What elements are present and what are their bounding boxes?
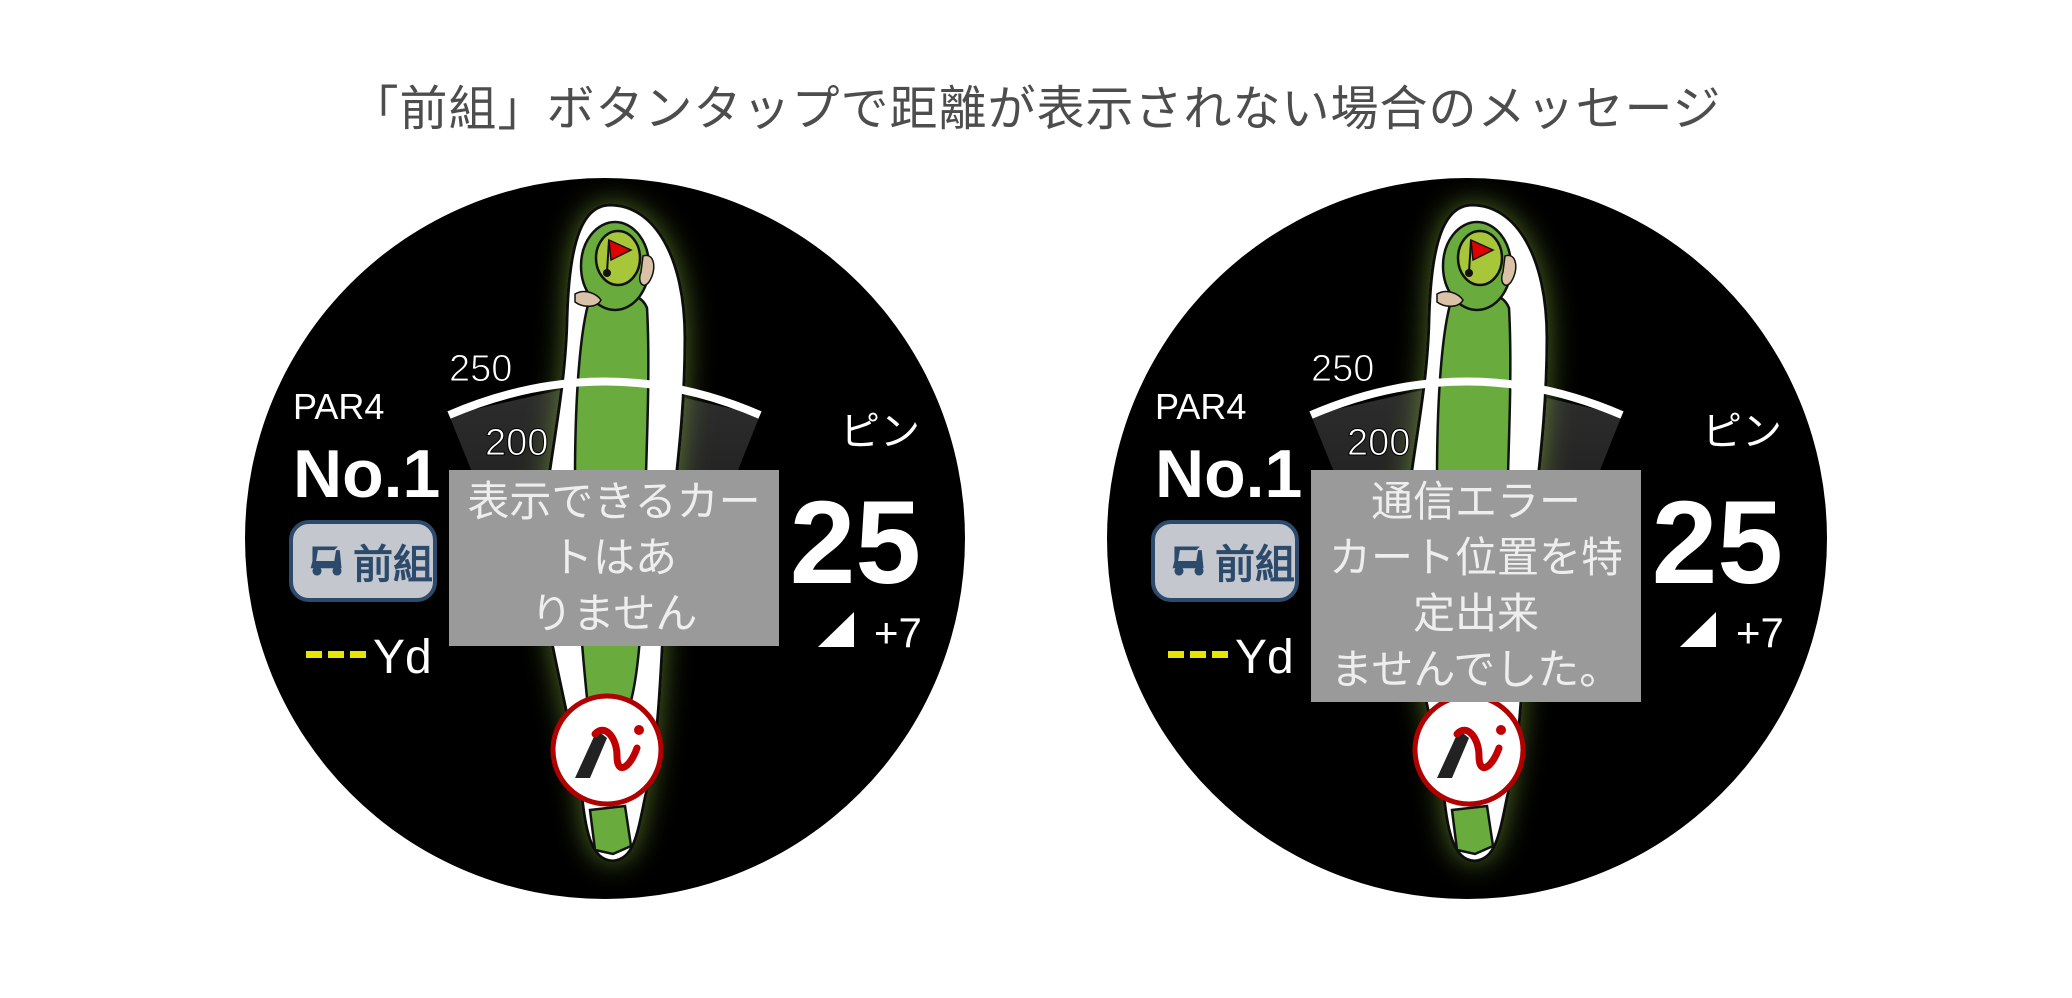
bunker — [574, 290, 602, 307]
ring-label-far: 250 — [1310, 348, 1375, 390]
putting-green — [594, 229, 642, 287]
par-label: PAR4 — [1155, 386, 1247, 427]
flag-icon — [608, 238, 633, 262]
par-label: PAR4 — [293, 386, 385, 427]
previous-group-button[interactable]: 前組 — [1151, 520, 1299, 602]
bunker — [638, 254, 655, 286]
message-line: 通信エラー — [1370, 478, 1581, 525]
tee-box — [588, 804, 633, 856]
pin-label: ピン — [1702, 410, 1782, 454]
elevation-value: +7 — [1736, 609, 1784, 656]
elevation-icon — [1680, 612, 1716, 647]
previous-group-label: 前組 — [353, 543, 433, 587]
logo-icon — [1412, 693, 1526, 807]
golf-cart-icon — [1172, 546, 1204, 576]
hole-number: No.1 — [1155, 436, 1303, 512]
message-overlay: 表示できるカートはありません — [449, 470, 779, 646]
bunker — [1436, 290, 1464, 307]
message-line: りません — [530, 590, 698, 637]
pin-distance: 25 — [1651, 477, 1783, 609]
message-overlay: 通信エラーカート位置を特定出来ませんでした。 — [1311, 470, 1641, 702]
message-line: カート位置を特定出来 — [1328, 534, 1623, 637]
logo-icon — [550, 693, 664, 807]
flag-pole — [1468, 239, 1472, 273]
flag-icon — [1470, 238, 1495, 262]
distance-arc — [1309, 377, 1624, 419]
yardage-placeholder — [1168, 651, 1229, 658]
yardage-unit: Yd — [373, 631, 432, 684]
flag-pole — [606, 239, 610, 273]
hole-number: No.1 — [293, 436, 441, 512]
ring-label-far: 250 — [448, 348, 513, 390]
golf-cart-icon — [310, 546, 342, 576]
elevation-icon — [818, 612, 854, 647]
yardage-placeholder — [306, 651, 367, 658]
pin-distance: 25 — [789, 477, 921, 609]
message-line: 表示できるカートはあ — [467, 478, 761, 581]
tee-box — [1450, 804, 1495, 856]
pin-label: ピン — [840, 410, 920, 454]
previous-group-button[interactable]: 前組 — [289, 520, 437, 602]
watch-screen-no-cart: 250 200 PAR4 No.1 前組 Yd ピン 25 +7 表示できるカー… — [245, 178, 965, 899]
previous-group-label: 前組 — [1215, 543, 1295, 587]
watch-screen-comm-error: 250 200 PAR4 No.1 前組 Yd ピン 25 +7 通信エラーカー… — [1107, 178, 1827, 899]
ring-label-near: 200 — [1346, 422, 1411, 464]
bunker — [1500, 254, 1517, 286]
page-title: 「前組」ボタンタップで距離が表示されない場合のメッセージ — [350, 83, 1722, 136]
distance-arc — [447, 377, 762, 419]
putting-green — [1456, 229, 1504, 287]
message-line: ませんでした。 — [1330, 646, 1622, 693]
ring-label-near: 200 — [484, 422, 549, 464]
elevation-value: +7 — [874, 609, 922, 656]
yardage-unit: Yd — [1235, 631, 1294, 684]
